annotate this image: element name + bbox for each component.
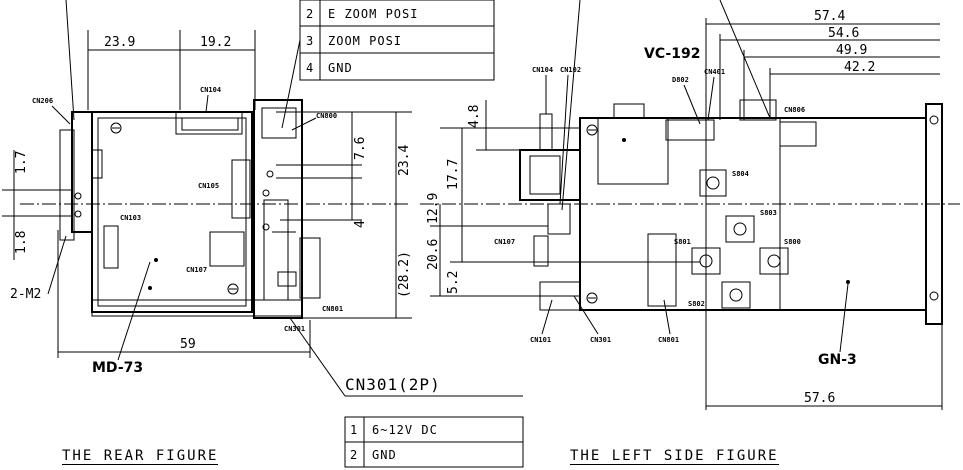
rear-dim-23-9: 23.9 — [104, 35, 135, 50]
switch-s802 — [721, 281, 751, 309]
rear-dim-28-2: (28.2) — [397, 251, 412, 298]
cn301-row-label-2: GND — [372, 448, 397, 462]
rear-dim-19-2: 19.2 — [200, 35, 231, 50]
rear-dim-23-4: 23.4 — [397, 145, 412, 176]
side-label-cn101: CN101 — [530, 336, 551, 344]
side-label-s803: S803 — [760, 209, 777, 217]
side-label-cn806: CN806 — [784, 106, 805, 114]
side-dim-57-4: 57.4 — [814, 9, 845, 24]
side-label-d802: D802 — [672, 76, 689, 84]
rear-label-cn800: CN800 — [316, 112, 337, 120]
cn301-row-no-2: 2 — [350, 448, 358, 462]
switch-s801 — [691, 247, 721, 275]
side-figure-title: THE LEFT SIDE FIGURE — [570, 448, 779, 465]
left-side-figure: 57.4 54.6 49.9 42.2 — [420, 0, 960, 410]
cn301-row-no-1: 1 — [350, 423, 358, 437]
top-table-no-3: 3 — [306, 34, 314, 48]
cn301-table-title: CN301(2P) — [345, 375, 441, 394]
side-dim-12-9: 12.9 — [426, 193, 441, 224]
side-dim-17-7: 17.7 — [446, 159, 461, 190]
rear-figure: 23.9 19.2 — [2, 0, 412, 397]
rear-label-cn801: CN801 — [322, 305, 343, 313]
side-module-vc192: VC-192 — [644, 46, 700, 62]
rear-figure-title: THE REAR FIGURE — [62, 448, 219, 465]
rear-dim-4: 4 — [353, 220, 368, 228]
side-dim-54-6: 54.6 — [828, 26, 859, 41]
side-dim-49-9: 49.9 — [836, 43, 867, 58]
rear-label-cn107: CN107 — [186, 266, 207, 274]
side-dim-4-8: 4.8 — [467, 105, 482, 128]
rear-dim-1-8: 1.8 — [14, 231, 29, 254]
switch-s804 — [699, 169, 727, 197]
side-label-cn107: CN107 — [494, 238, 515, 246]
switch-s800 — [759, 247, 789, 275]
rear-dim-59: 59 — [180, 337, 196, 352]
side-dim-20-6: 20.6 — [426, 239, 441, 270]
rear-label-cn104: CN104 — [200, 86, 221, 94]
top-table-label-4: GND — [328, 61, 353, 75]
side-label-s802: S802 — [688, 300, 705, 308]
top-table-no-2: 2 — [306, 7, 314, 21]
side-label-cn401: CN401 — [704, 68, 725, 76]
top-table-no-4: 4 — [306, 61, 314, 75]
side-dim-5-2: 5.2 — [446, 271, 461, 294]
rear-dim-1-7: 1.7 — [14, 151, 29, 174]
top-connector-table: 2 E ZOOM POSI 3 ZOOM POSI 4 GND — [299, 0, 495, 81]
switch-s803 — [725, 215, 755, 243]
side-dim-42-2: 42.2 — [844, 60, 875, 75]
rear-module-md73: MD-73 — [92, 360, 143, 376]
rear-label-2-m2: 2-M2 — [10, 287, 41, 302]
rear-label-cn105: CN105 — [198, 182, 219, 190]
side-label-s801: S801 — [674, 238, 691, 246]
side-label-cn801: CN801 — [658, 336, 679, 344]
side-dim-57-6: 57.6 — [804, 391, 835, 406]
side-module-gn3: GN-3 — [818, 352, 857, 368]
cn301-row-label-1: 6~12V DC — [372, 423, 438, 437]
top-table-label-3: ZOOM POSI — [328, 34, 402, 48]
side-label-s804: S804 — [732, 170, 749, 178]
side-label-s800: S800 — [784, 238, 801, 246]
rear-label-cn301: CN301 — [284, 325, 305, 333]
side-label-cn301: CN301 — [590, 336, 611, 344]
cn301-table: CN301(2P) 1 6~12V DC 2 GND — [344, 375, 524, 468]
top-table-label-2: E ZOOM POSI — [328, 7, 418, 21]
side-label-cn104: CN104 — [532, 66, 553, 74]
rear-label-cn103: CN103 — [120, 214, 141, 222]
rear-dim-7-6: 7.6 — [353, 137, 368, 160]
side-label-cn102: CN102 — [560, 66, 581, 74]
rear-label-cn206: CN206 — [32, 97, 53, 105]
